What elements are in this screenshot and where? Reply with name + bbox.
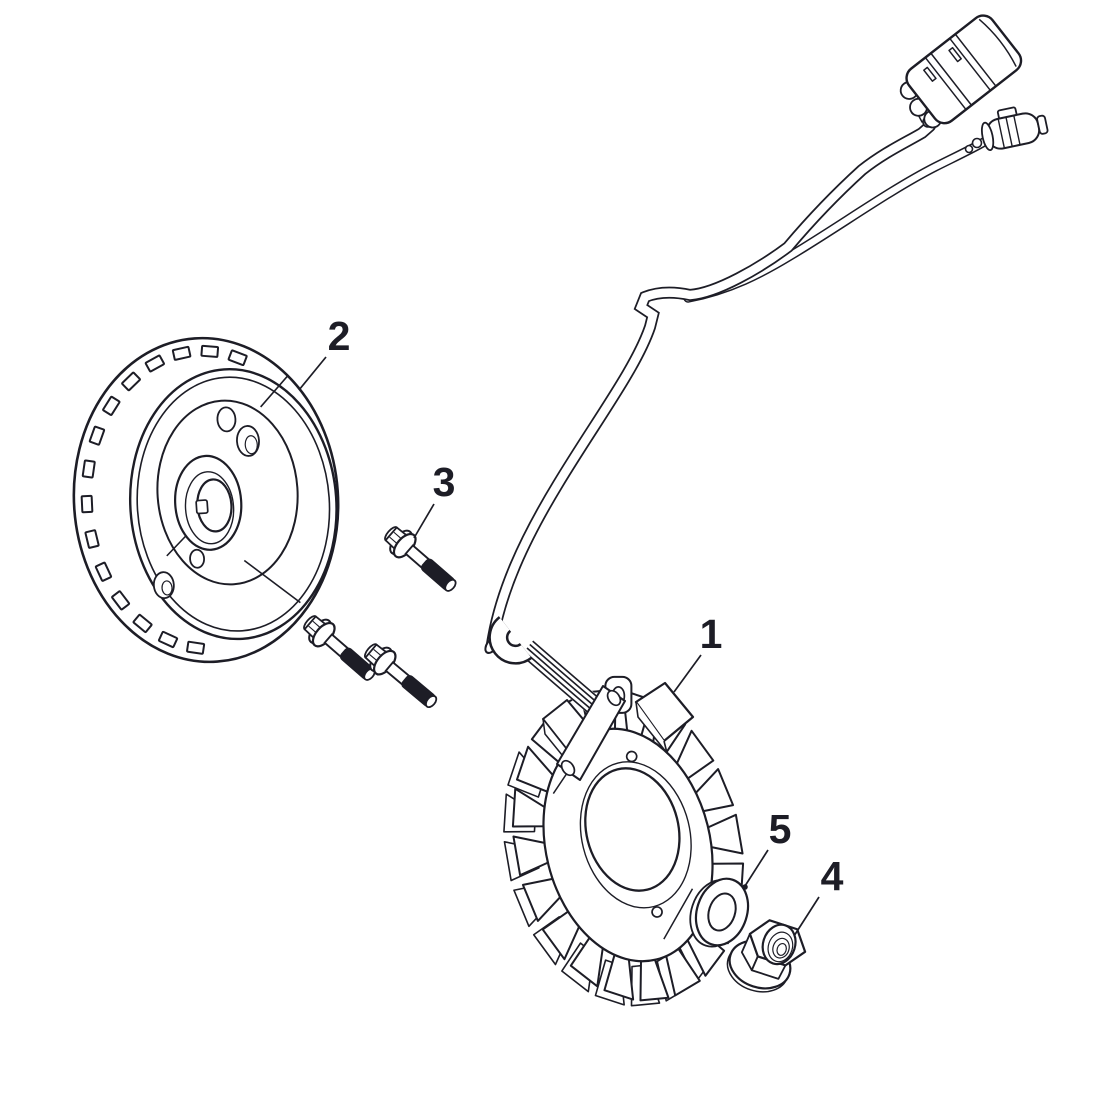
callout-2: 2: [298, 313, 351, 391]
small-connector-drawing: [980, 106, 1049, 152]
flywheel-rim-slots: [80, 344, 248, 655]
flywheel-face-ribs: [166, 374, 301, 604]
leader-line-3: [413, 503, 435, 539]
leader-dot-5: [742, 884, 748, 890]
stator-lead-wires: [520, 640, 613, 724]
callout-label-1: 1: [700, 611, 723, 657]
leader-line-2: [298, 356, 327, 391]
flange-bolt-drawing: [378, 519, 464, 600]
washer-drawing: [689, 877, 750, 948]
callout-label-3: 3: [433, 459, 456, 505]
flywheel-rotor-drawing: [72, 336, 340, 664]
leader-line-5: [744, 849, 769, 887]
stator-grommet: [488, 616, 533, 665]
stator-wire-bracket: [556, 685, 626, 781]
connector-pin: [948, 46, 962, 63]
callout-label-5: 5: [769, 806, 792, 852]
callout-label-4: 4: [821, 853, 844, 899]
leader-line-1: [673, 654, 702, 693]
leader-line-4: [793, 896, 820, 937]
flange-nut-drawing: [726, 919, 807, 993]
callout-3: 3: [413, 459, 456, 539]
flywheel-keyway: [195, 499, 209, 515]
wire-harness-drawing: [484, 100, 989, 654]
large-connector-drawing: [899, 14, 1023, 129]
callout-4: 4: [793, 853, 844, 937]
callout-5: 5: [742, 806, 791, 890]
stator-center-bore: [584, 767, 681, 892]
callout-1: 1: [673, 611, 723, 693]
connector-pin: [923, 66, 937, 82]
callout-label-2: 2: [328, 313, 351, 359]
